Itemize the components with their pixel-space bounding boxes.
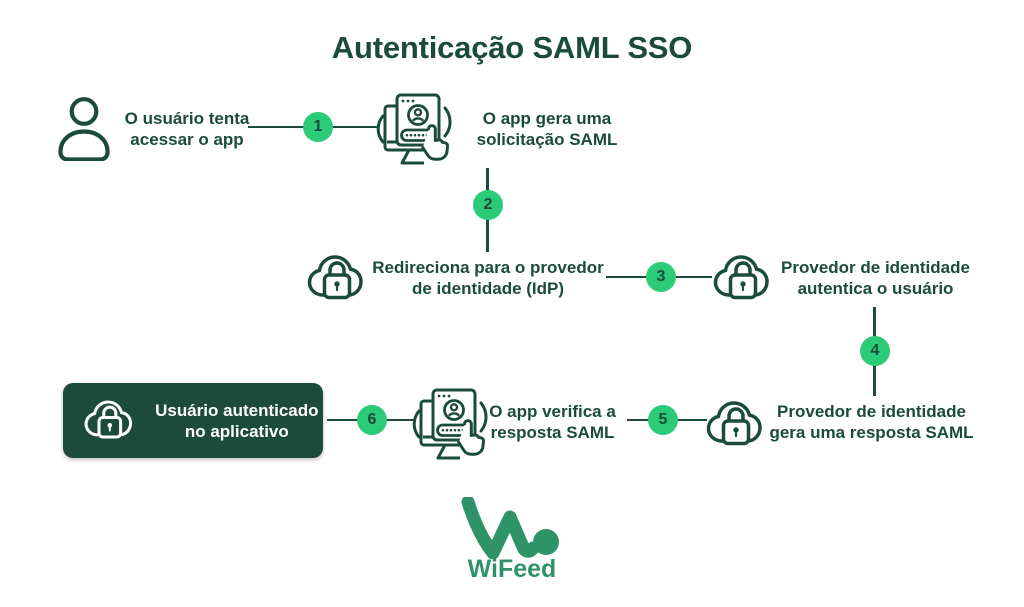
label-idp-generates-response: Provedor de identidade gera uma resposta… <box>769 402 974 442</box>
step-badge-5: 5 <box>648 405 678 435</box>
label-user-authenticated: Usuário autenticado no aplicativo <box>155 400 319 441</box>
label-redirect-idp: Redireciona para o provedor de identidad… <box>372 258 604 298</box>
wifeed-logo-text: WiFeed <box>467 555 557 583</box>
step-badge-3: 3 <box>646 262 676 292</box>
app-login-screen-icon <box>376 93 452 165</box>
wifeed-logo-icon <box>461 497 559 559</box>
idp-response-cloud-lock-icon <box>706 401 762 446</box>
label-idp-authenticates: Provedor de identidade autentica o usuár… <box>781 258 970 298</box>
step-badge-2: 2 <box>473 190 503 220</box>
authenticated-cloud-lock-icon <box>84 399 133 439</box>
app-verify-screen-icon <box>412 388 488 460</box>
authenticated-box: Usuário autenticado no aplicativo <box>63 383 323 458</box>
step-badge-4: 4 <box>860 336 890 366</box>
idp-auth-cloud-lock-icon <box>713 255 769 300</box>
user-icon <box>58 97 110 161</box>
label-user-attempts: O usuário tenta acessar o app <box>124 109 250 149</box>
step-badge-6: 6 <box>357 405 387 435</box>
label-app-generates-request: O app gera uma solicitação SAML <box>476 109 618 149</box>
label-app-verifies: O app verifica a resposta SAML <box>489 402 616 442</box>
page-title: Autenticação SAML SSO <box>331 30 693 65</box>
step-badge-1: 1 <box>303 112 333 142</box>
idp-cloud-lock-icon <box>307 255 363 300</box>
